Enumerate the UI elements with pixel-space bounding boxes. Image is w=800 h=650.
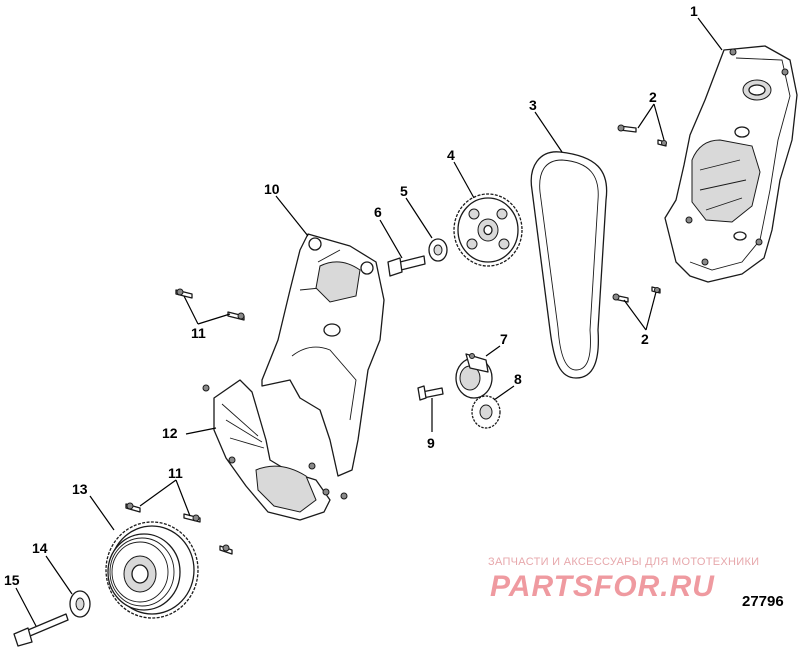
- crankshaft-sprocket: [471, 395, 501, 429]
- cover-screws-lower: [612, 286, 661, 303]
- callout-13: 13: [72, 481, 88, 497]
- callout-labels: 1 2 2 3 4 5 6 7 8 9 10 11 11 12 13 14 15: [4, 3, 698, 588]
- lower-timing-cover: [213, 379, 348, 521]
- rear-timing-cover: [664, 45, 798, 283]
- callout-7: 7: [500, 331, 508, 347]
- washer: [428, 238, 448, 262]
- callout-2: 2: [641, 331, 649, 347]
- watermark-logo: PARTSFOR.RU: [490, 570, 715, 603]
- leader-lines: [15, 17, 723, 627]
- callout-12: 12: [162, 425, 178, 441]
- callout-8: 8: [514, 371, 522, 387]
- crankshaft-pulley: [105, 521, 199, 619]
- pulley-bolt: [13, 613, 69, 647]
- cover-bolts-lower: [125, 502, 233, 555]
- callout-14: 14: [32, 540, 48, 556]
- camshaft-bolt: [387, 255, 426, 277]
- callout-9: 9: [427, 435, 435, 451]
- callout-1: 1: [690, 3, 698, 19]
- cover-screws-upper: [617, 124, 667, 147]
- diagram-number: 27796: [742, 593, 784, 610]
- callout-4: 4: [447, 147, 455, 163]
- callout-10: 10: [264, 181, 280, 197]
- callout-11: 11: [191, 325, 206, 341]
- camshaft-sprocket: [453, 193, 523, 267]
- cover-bolts-upper: [175, 288, 245, 392]
- watermark-tagline: ЗАПЧАСТИ И АКСЕССУАРЫ ДЛЯ МОТОТЕХНИКИ: [488, 556, 760, 568]
- callout-11: 11: [168, 465, 183, 481]
- timing-belt: [530, 151, 608, 379]
- upper-timing-cover: [261, 233, 385, 477]
- callout-6: 6: [374, 204, 382, 220]
- pulley-washer: [69, 590, 91, 618]
- callout-3: 3: [529, 97, 537, 113]
- callout-2: 2: [649, 89, 657, 105]
- callout-5: 5: [400, 183, 408, 199]
- tensioner-bolt: [417, 385, 444, 401]
- tensioner-pulley: [455, 353, 493, 399]
- callout-15: 15: [4, 572, 20, 588]
